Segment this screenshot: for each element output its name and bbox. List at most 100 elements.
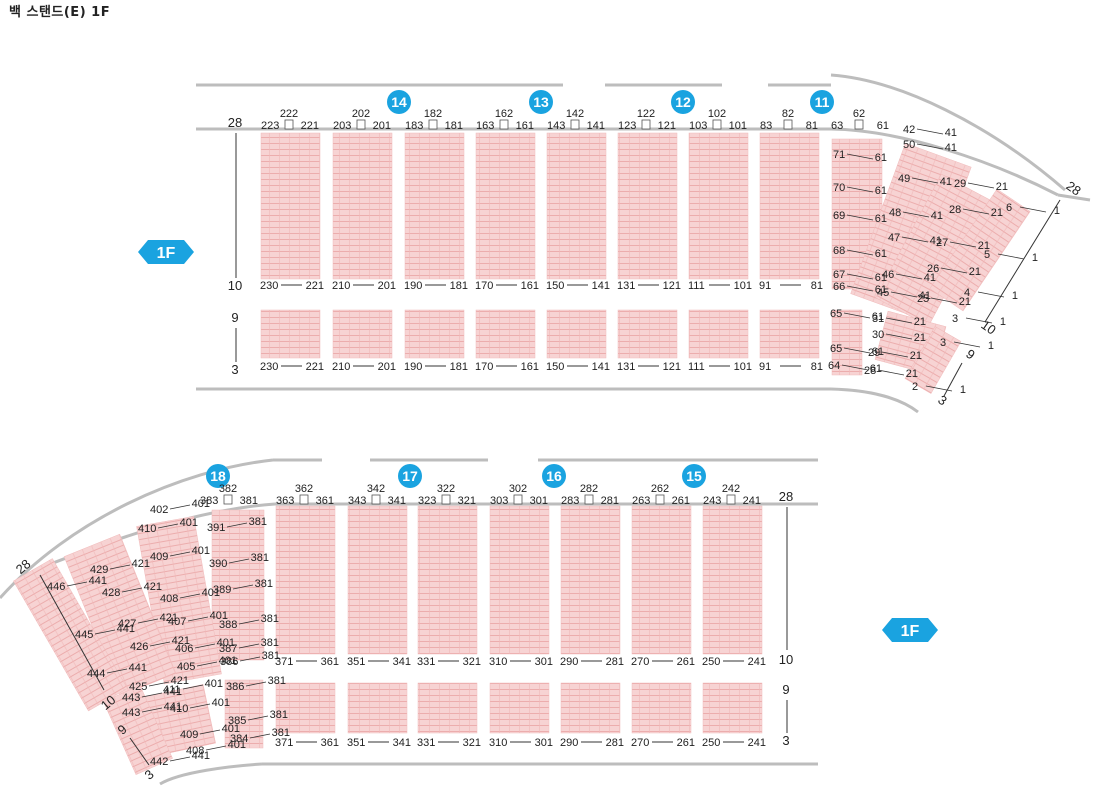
curve-label-17-start: 28 (949, 204, 961, 216)
bot-block-2-marker-right: 321 (458, 495, 476, 507)
bot-block-1-lower-range-end: 341 (393, 737, 411, 749)
top-curve-marker-left: 63 (831, 120, 843, 132)
curve-label-7-dash (843, 347, 871, 354)
row-label-9-top: 9 (231, 310, 238, 325)
curve-label-16-dash (967, 182, 995, 189)
bot-block-5-lower-range-end: 261 (677, 737, 695, 749)
top-block-2-upper-range-start: 190 (404, 280, 422, 292)
floor-badge-bottom-label: 1F (901, 623, 920, 640)
bot-block-1-marker-center: 342 (367, 483, 385, 495)
bot-curve-label-26-end: 441 (117, 623, 135, 635)
curve-label-3-start: 68 (833, 245, 845, 257)
top-block-6-lower-range-start: 111 (688, 361, 705, 373)
bot-curve-marker-right: 381 (240, 495, 258, 507)
bot-curve-label-28-dash (141, 692, 163, 698)
top-curve-marker-center: 62 (853, 108, 865, 120)
row-label-10-top: 10 (228, 278, 242, 293)
bot-block-3-lower-range-end: 301 (535, 737, 553, 749)
bot-curve-label-5-dash (239, 656, 261, 662)
bot-block-0-upper-range-start: 371 (275, 656, 293, 668)
top-block-0-upper-range-start: 230 (260, 280, 278, 292)
bot-curve-label-3-end: 381 (261, 613, 279, 625)
bot-block-1-lower-seats (347, 682, 408, 734)
curve-label-14-dash (895, 273, 923, 280)
bot-curve-label-24-start: 425 (129, 681, 147, 693)
bot-curve-label-4-dash (238, 643, 260, 649)
bot-block-4-upper-range-end: 281 (606, 656, 624, 668)
bot-curve-label-14-start: 406 (175, 643, 193, 655)
bot-block-3-upper-range-end: 301 (535, 656, 553, 668)
curve-inner-arc (830, 127, 1059, 197)
bot-curve-label-16-start: 411 (163, 684, 181, 696)
bot-curve-label-21-dash (121, 587, 143, 593)
curve-label-13-end: 41 (930, 235, 942, 247)
bot-curve-label-29-end: 441 (164, 701, 182, 713)
curve-label-12-end: 41 (931, 210, 943, 222)
top-block-4-marker-center: 142 (566, 108, 584, 120)
bot-curve-marker-left: 383 (200, 495, 218, 507)
curve-label-29-start: 3 (940, 337, 946, 349)
bot-curve-label-2-dash (232, 584, 254, 590)
bot-block-0-lower-range-start: 371 (275, 737, 293, 749)
bot-curve-label-17-start: 410 (170, 703, 188, 715)
top-block-6-marker-left: 103 (689, 120, 707, 132)
curve-label-13-dash (901, 236, 929, 243)
bot-curve-label-10-start: 410 (138, 523, 156, 535)
bot-curve-label-13-start: 407 (168, 616, 186, 628)
bot-block-6-marker-left: 243 (703, 495, 721, 507)
bot-curve-label-28-start: 443 (122, 692, 140, 704)
top-block-5-lower-seats (617, 309, 678, 359)
bot-curve-label-30-start: 442 (150, 756, 168, 768)
bot-curve-label-22-dash (137, 618, 159, 624)
bot-block-5-marker-right: 261 (672, 495, 690, 507)
bot-curve-label-18-start: 409 (180, 729, 198, 741)
bot-curve-label-14-dash (194, 643, 216, 649)
curve-axis-lower (943, 362, 963, 397)
curve-label-19-end: 21 (969, 266, 981, 278)
bot-curve-label-29-dash (141, 707, 163, 713)
bot-curve-label-17-dash (189, 703, 211, 709)
bot-block-3-marker-center: 302 (509, 483, 527, 495)
curve-label-18-start: 27 (936, 237, 948, 249)
bot-curve-label-2-end: 381 (255, 578, 273, 590)
bot-curve-label-15-start: 405 (177, 661, 195, 673)
curve-label-24-start: 28 (864, 365, 876, 377)
curve-label-26-start: 5 (984, 249, 990, 261)
gate-11-label: 11 (815, 94, 830, 110)
curve-block-6-seats (929, 188, 1031, 312)
top-block-0-lower-seats (260, 309, 321, 359)
curve-label-5-dash (846, 285, 874, 292)
bot-block-4-upper-range-start: 290 (560, 656, 578, 668)
curve-label-9-end: 41 (945, 127, 957, 139)
top-block-1-upper-seats (332, 132, 393, 280)
bot-curve-label-1-dash (228, 558, 250, 564)
top-block-2-marker-center: 182 (424, 108, 442, 120)
bot-block-0-marker-center: 362 (295, 483, 313, 495)
top-block-0-upper-range-end: 221 (306, 280, 324, 292)
bot-curve-label-5-end: 381 (262, 650, 280, 662)
top-block-3-upper-range-start: 170 (475, 280, 493, 292)
bot-block-0-upper-range-end: 361 (321, 656, 339, 668)
bot-curve-block-429-seats (63, 533, 177, 697)
gate-17-badge (398, 464, 422, 488)
curve-label-15-start: 45 (877, 287, 889, 299)
top-block-2-lower-range-start: 190 (404, 361, 422, 373)
top-block-0-marker-box (284, 119, 294, 130)
top-block-3-lower-range-end: 161 (521, 361, 539, 373)
top-block-7-lower-range-end: 81 (811, 361, 823, 373)
bot-curve-label-16-dash (182, 684, 204, 690)
row-label-9-curve: 9 (963, 346, 978, 362)
bot-curve-label-8-end: 381 (272, 727, 290, 739)
curve-label-30-end: 1 (960, 384, 966, 396)
bot-block-2-upper-seats (417, 505, 478, 655)
curve-label-0-dash (846, 153, 874, 160)
bot-curve-label-25-start: 446 (47, 581, 65, 593)
top-block-0-upper-seats (260, 132, 321, 280)
bot-curve-label-29-start: 443 (122, 707, 140, 719)
curve-label-1-dash (846, 186, 874, 193)
bot-block-6-marker-box (726, 494, 736, 505)
bot-block-2-marker-center: 322 (437, 483, 455, 495)
curve-label-3-dash (846, 249, 874, 256)
bot-block-5-upper-range-start: 270 (631, 656, 649, 668)
top-block-1-lower-seats (332, 309, 393, 359)
